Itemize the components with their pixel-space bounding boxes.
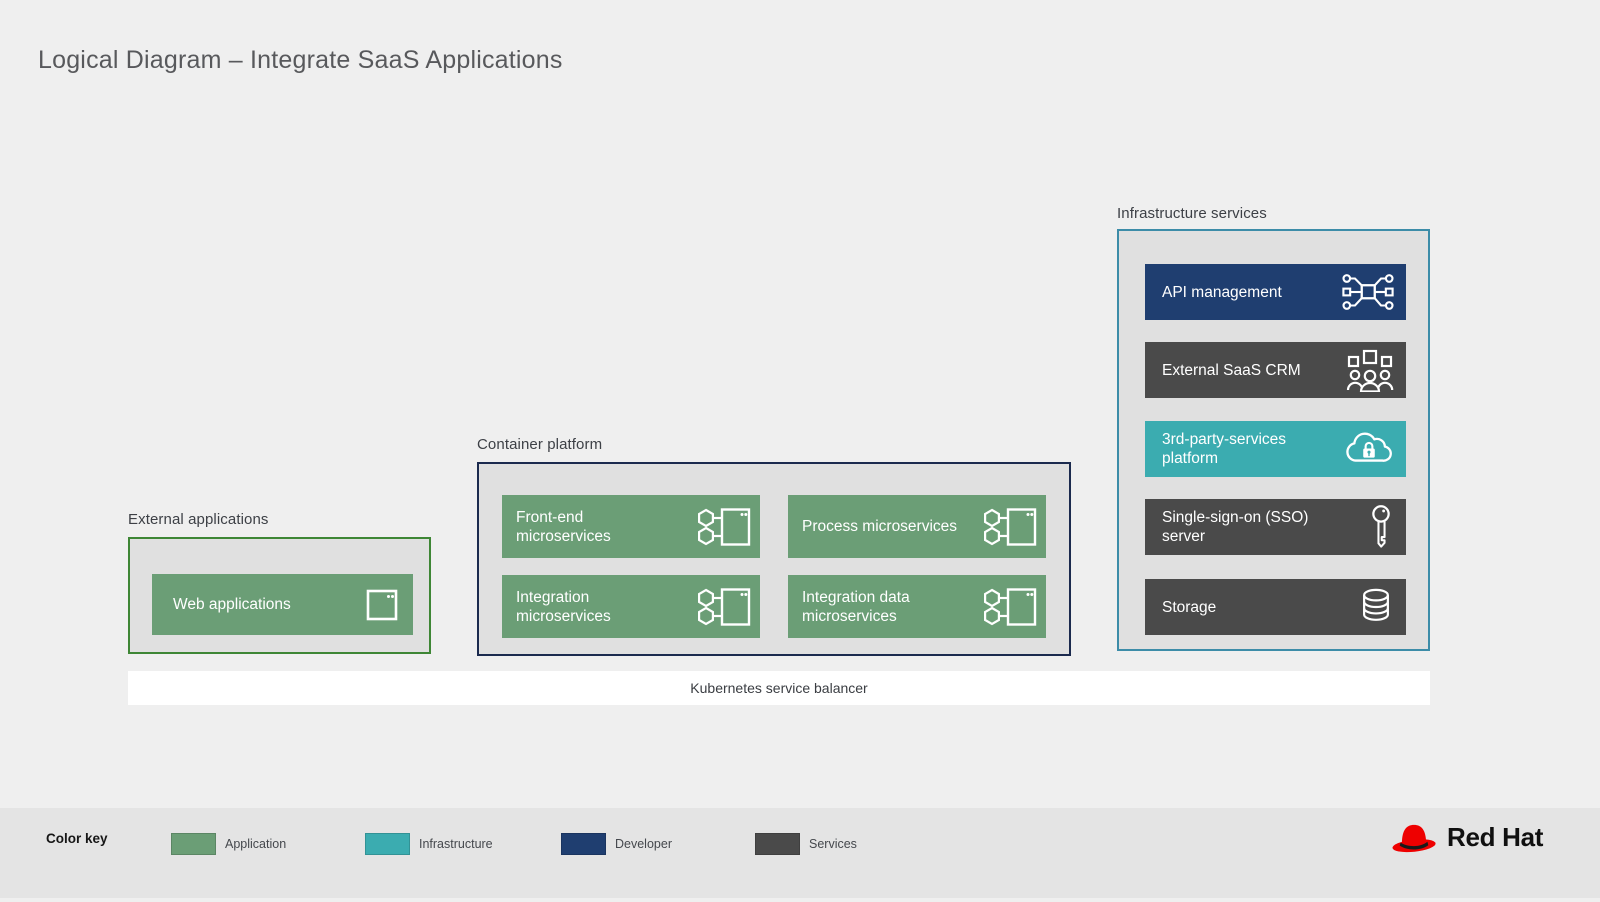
legend-swatch-developer [561, 833, 606, 855]
node-integration-microservices: Integration microservices [502, 575, 760, 638]
node-front-end-microservices: Front-end microservices [502, 495, 760, 558]
legend-swatch-infrastructure [365, 833, 410, 855]
key-icon [1372, 505, 1390, 548]
node-label: Integration data microservices [802, 588, 910, 625]
legend-label: Application [225, 837, 287, 851]
node-external-saas-crm: External SaaS CRM [1145, 342, 1406, 398]
color-key-label: Color key [46, 831, 108, 846]
balancer-label: Kubernetes service balancer [690, 680, 868, 696]
node-label: Storage [1162, 598, 1217, 616]
node-web-applications: Web applications [152, 574, 413, 635]
node-integration-data-microservices: Integration data microservices [788, 575, 1046, 638]
node-label: Front-end microservices [516, 508, 611, 545]
group-label-container-platform: Container platform [477, 436, 603, 453]
legend-swatch-services [755, 833, 800, 855]
group-label-infrastructure-services: Infrastructure services [1117, 205, 1267, 222]
api-icon [1342, 274, 1394, 310]
microservices-icon [984, 587, 1037, 626]
legend-item-infrastructure: Infrastructure [365, 833, 493, 855]
crm-icon [1346, 349, 1394, 392]
node-storage: Storage [1145, 579, 1406, 635]
group-label-external-applications: External applications [128, 511, 269, 528]
node-label: API management [1162, 283, 1282, 301]
group-box-infrastructure-services: API management External SaaS CRM [1117, 229, 1430, 651]
group-box-container-platform: Front-end microservices Process microser… [477, 462, 1071, 656]
group-box-external-applications: Web applications [128, 537, 431, 654]
legend-label: Infrastructure [419, 837, 493, 851]
node-label: External SaaS CRM [1162, 361, 1301, 379]
kubernetes-service-balancer-bar: Kubernetes service balancer [128, 671, 1430, 705]
node-3rd-party-services-platform: 3rd-party-services platform [1145, 421, 1406, 477]
legend-label: Developer [615, 837, 672, 851]
brand-text: Red Hat [1447, 821, 1544, 852]
node-single-sign-on-server: Single-sign-on (SSO) server [1145, 499, 1406, 555]
microservices-icon [984, 507, 1037, 546]
legend-swatch-application [171, 833, 216, 855]
legend-item-services: Services [755, 833, 857, 855]
cloud-lock-icon [1346, 432, 1392, 462]
node-label: Process microservices [802, 518, 958, 535]
footer-band [0, 808, 1600, 898]
redhat-fedora-icon [1392, 824, 1436, 853]
storage-icon [1363, 588, 1389, 621]
microservices-icon [698, 507, 751, 546]
page-title: Logical Diagram – Integrate SaaS Applica… [38, 46, 563, 74]
legend-item-developer: Developer [561, 833, 672, 855]
microservices-icon [698, 587, 751, 626]
redhat-logo: Red Hat [1388, 816, 1543, 858]
legend-item-application: Application [171, 833, 286, 855]
window-icon [366, 589, 398, 620]
node-label: 3rd-party-services platform [1162, 431, 1287, 467]
node-label: Integration microservices [516, 588, 611, 625]
node-label: Web applications [173, 596, 291, 613]
node-api-management: API management [1145, 264, 1406, 320]
node-label: Single-sign-on (SSO) server [1162, 509, 1309, 545]
legend-label: Services [809, 837, 857, 851]
node-process-microservices: Process microservices [788, 495, 1046, 558]
